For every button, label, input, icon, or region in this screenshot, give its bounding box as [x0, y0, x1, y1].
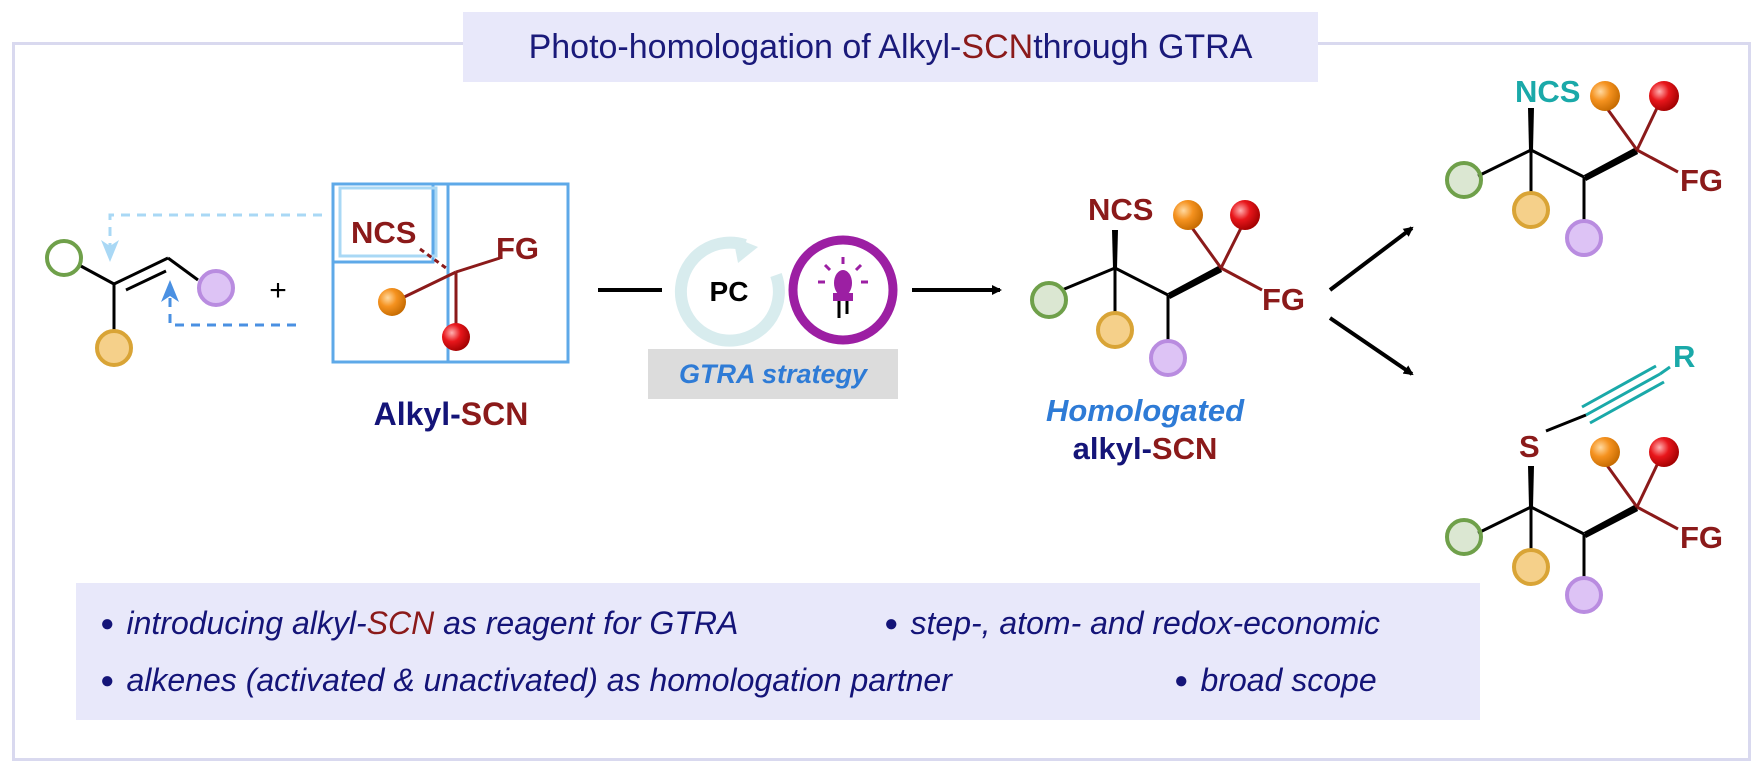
alkyl-scn-reagent: NCS FG	[331, 182, 570, 364]
product-label-line2: alkyl-SCN	[1010, 431, 1280, 467]
feature-item: ● step-, atom- and redox-economic	[884, 605, 1380, 642]
red-substituent	[1649, 437, 1679, 467]
arrowhead-light-icon	[101, 240, 119, 262]
feature-2: step-, atom- and redox-economic	[910, 605, 1381, 641]
title-suffix: through GTRA	[1033, 27, 1253, 66]
product-fg: FG	[1262, 282, 1305, 317]
yellow-substituent	[1512, 191, 1550, 229]
bottom-product-r: R	[1673, 339, 1695, 374]
purple-substituent	[1149, 339, 1187, 377]
red-substituent	[442, 323, 470, 351]
orange-substituent	[1173, 200, 1203, 230]
feature-1-prefix: introducing alkyl-	[126, 605, 367, 641]
feature-1-suffix: as reagent for GTRA	[434, 605, 739, 641]
bottom-product-s: S	[1519, 429, 1540, 464]
product-label-highlight: SCN	[1151, 431, 1218, 466]
orange-substituent	[1590, 437, 1620, 467]
bullet-icon: ●	[100, 667, 115, 694]
yellow-substituent	[1512, 548, 1550, 586]
feature-3: alkenes (activated & unactivated) as hom…	[126, 662, 952, 698]
green-substituent	[1445, 161, 1483, 199]
product-ncs: NCS	[1088, 192, 1153, 227]
features-box: ● introducing alkyl-SCN as reagent for GT…	[76, 583, 1480, 720]
bullet-icon: ●	[884, 610, 899, 637]
branch-arrow-up	[1328, 226, 1414, 292]
feature-4: broad scope	[1200, 662, 1377, 698]
light-bulb-icon	[788, 235, 898, 345]
feature-item: ● introducing alkyl-SCN as reagent for GT…	[100, 605, 738, 642]
dashed-guide-top	[108, 213, 322, 248]
green-substituent	[1445, 518, 1483, 556]
reagent-label-prefix: Alkyl-	[374, 396, 461, 432]
top-product-fg: FG	[1680, 163, 1723, 198]
isothiocyanate-product: NCS FG	[1445, 74, 1723, 257]
purple-substituent	[197, 269, 235, 307]
alkynyl-sulfide-product: S R FG	[1445, 339, 1723, 614]
purple-substituent	[1565, 219, 1603, 257]
feature-item: ● broad scope	[1174, 662, 1377, 699]
orange-substituent	[378, 288, 406, 316]
alkene-substrate	[45, 213, 322, 367]
reagent-fg: FG	[496, 231, 539, 266]
title-prefix: Photo-homologation of Alkyl-	[528, 27, 962, 66]
cycle-arrow-icon	[733, 237, 758, 263]
plus-sign: +	[269, 274, 287, 307]
top-product-ncs: NCS	[1515, 74, 1580, 109]
scheme-title: Photo-homologation of Alkyl-SCN through …	[463, 12, 1318, 82]
product-label-prefix: alkyl-	[1072, 431, 1152, 466]
reagent-label-highlight: SCN	[461, 396, 529, 432]
red-substituent	[1230, 200, 1260, 230]
gtra-strategy-label: GTRA strategy	[648, 349, 898, 399]
yellow-substituent	[95, 329, 133, 367]
red-substituent	[1649, 81, 1679, 111]
orange-substituent	[1590, 81, 1620, 111]
pc-label: PC	[710, 276, 749, 307]
bullet-icon: ●	[100, 610, 115, 637]
feature-item: ● alkenes (activated & unactivated) as ho…	[100, 662, 952, 699]
green-substituent	[45, 239, 83, 277]
product-label: Homologated alkyl-SCN	[1010, 393, 1280, 467]
yellow-substituent	[1096, 311, 1134, 349]
homologated-product: NCS FG	[1030, 192, 1305, 377]
product-label-line1: Homologated	[1045, 393, 1245, 428]
reagent-label: Alkyl-SCN	[374, 396, 529, 432]
photocatalyst-cycle: PC	[674, 236, 785, 347]
branch-arrow-down	[1328, 316, 1414, 376]
dashed-guide-bottom	[168, 288, 296, 327]
purple-substituent	[1565, 576, 1603, 614]
arrowhead-blue-icon	[161, 280, 179, 302]
reagent-ncs: NCS	[351, 215, 416, 250]
feature-1-highlight: SCN	[366, 605, 435, 641]
title-highlight: SCN	[961, 27, 1034, 66]
bottom-product-fg: FG	[1680, 520, 1723, 555]
bullet-icon: ●	[1174, 667, 1189, 694]
green-substituent	[1030, 281, 1068, 319]
